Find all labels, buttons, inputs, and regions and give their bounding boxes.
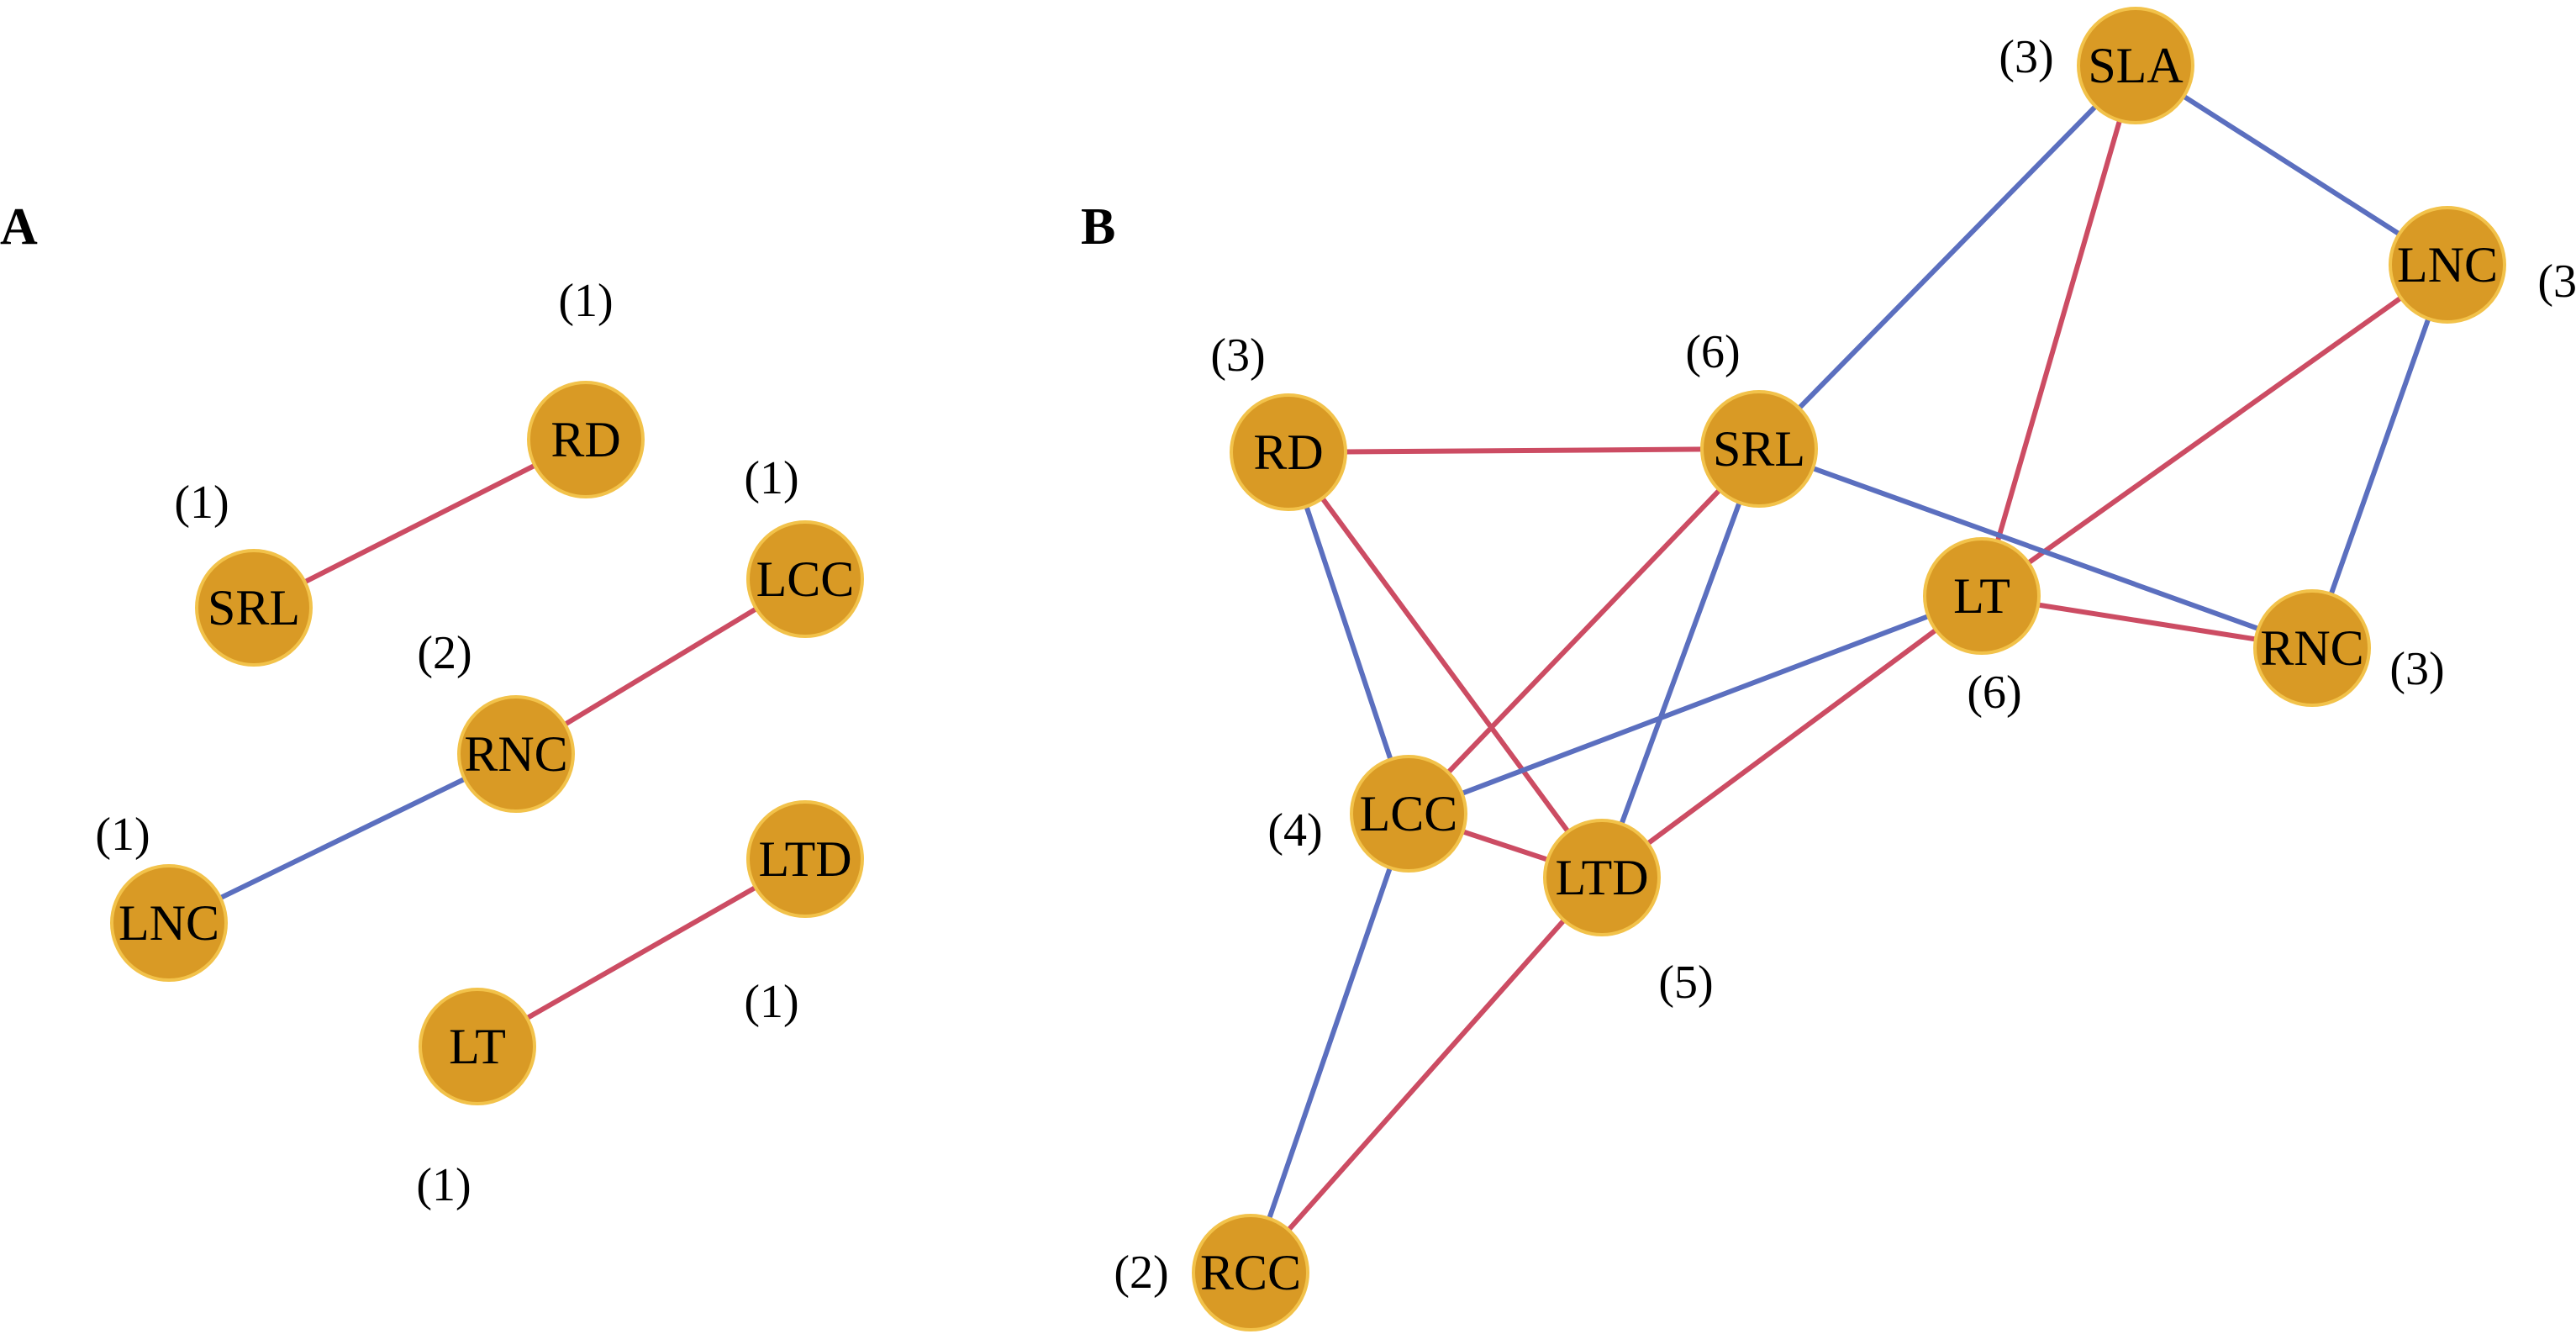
panel-b-node-label-rd: RD [1253, 424, 1323, 480]
panel-a-node-circle-lt [419, 988, 536, 1105]
panel-b-edge-lcc-rcc [1248, 811, 1411, 1275]
panel-a-node-rnc: RNC (2) [417, 627, 575, 813]
panel-a-degree-label-lnc: (1) [95, 809, 150, 861]
edges-layer [166, 63, 2450, 1275]
panel-b-node-circle-lnc [2389, 206, 2506, 324]
panel-a-node-circle-srl [195, 549, 313, 667]
panel-b-edge-lt-ltd [1599, 593, 1984, 880]
panel-a-degree-label-srl: (1) [174, 477, 229, 529]
panel-a-edge-srl-rd [251, 437, 588, 610]
panel-b-edge-lnc-rnc [2310, 262, 2450, 651]
panel-b-edge-rd-srl [1286, 446, 1762, 455]
panel-a-node-label-rd: RD [550, 412, 620, 467]
panel-b-node-circle-ltd [1543, 819, 1661, 936]
panel-b-node-label-ltd: LTD [1555, 850, 1648, 905]
panel-b-edge-srl-lcc [1406, 446, 1762, 816]
panel-b-edge-sla-srl [1757, 63, 2138, 451]
panel-a-node-label-srl: SRL [208, 580, 300, 635]
panel-a-edge-lt-ltd [475, 857, 808, 1049]
panel-b-degree-label-srl: (6) [1685, 326, 1740, 378]
panel-a-node-lnc: LNC (1) [95, 809, 228, 982]
panel-b-degree-label-rnc: (3) [2389, 643, 2444, 695]
panel-a-node-circle-lcc [746, 520, 864, 638]
panel-b-node-rd: RD (3) [1210, 330, 1347, 511]
panel-a-degree-label-lt: (1) [416, 1159, 471, 1211]
panel-b-degree-label-lt: (6) [1967, 667, 2021, 719]
panel-b-degree-label-rcc: (2) [1114, 1247, 1168, 1299]
panel-b-edge-rd-ltd [1286, 450, 1604, 880]
panel-a-node-ltd: LTD (1) [744, 800, 864, 1028]
panel-a-node-label-ltd: LTD [758, 831, 851, 887]
panel-b-degree-label-lcc: (4) [1267, 804, 1322, 857]
panel-a-node-circle-ltd [746, 800, 864, 918]
panel-a-node-circle-rnc [457, 695, 575, 813]
panel-a-node-label-lcc: LCC [756, 551, 855, 607]
panel-b-node-circle-srl [1700, 390, 1818, 508]
panel-b-node-circle-lcc [1350, 755, 1467, 873]
panel-b-degree-label-rd: (3) [1210, 330, 1265, 382]
panel-b-edge-lnc-lt [1979, 262, 2450, 598]
panel-a-degree-label-rd: (1) [558, 275, 613, 327]
panel-b-edge-sla-lt [1979, 63, 2138, 598]
panel-a-degree-label-ltd: (1) [744, 976, 798, 1028]
panel-b-node-sla: SLA (3) [1999, 7, 2194, 124]
panel-a-node-lcc: LCC (1) [744, 452, 864, 638]
panel-b-node-label-rnc: RNC [2260, 620, 2363, 676]
panel-a-degree-label-rnc: (2) [417, 627, 471, 679]
panel-b-node-ltd: LTD(5) [1543, 819, 1714, 1009]
panel-b-edge-sla-lnc [2133, 63, 2450, 267]
panel-a-node-srl: SRL (1) [174, 477, 313, 667]
panel-b-node-circle-rnc [2253, 589, 2371, 707]
panel-b-node-label-lnc: LNC [2397, 237, 2498, 293]
panel-a-node-label-lnc: LNC [119, 895, 219, 951]
panel-b-edge-srl-ltd [1599, 446, 1762, 880]
panel-a-node-circle-rd [527, 381, 645, 498]
panel-b-node-circle-sla [2077, 7, 2194, 124]
panel-b-node-srl: SRL (6) [1685, 326, 1818, 508]
panel-b-label: B [1081, 198, 1115, 256]
nodes-layer: RD (1) SRL (1) LCC (1) RNC (2) LNC (1) LTD (1) LT (1)… [95, 7, 2576, 1331]
panel-a-node-label-rnc: RNC [464, 726, 567, 782]
panel-a-node-rd: RD (1) [527, 275, 645, 498]
panel-a-degree-label-lcc: (1) [744, 452, 798, 504]
panel-b-node-label-sla: SLA [2088, 38, 2183, 93]
panel-b-edge-lt-lcc [1406, 593, 1984, 816]
panel-b-node-lnc: LNC (3) [2389, 206, 2576, 324]
panel-b-node-circle-rcc [1192, 1214, 1309, 1331]
panel-a-node-label-lt: LT [449, 1019, 506, 1074]
panel-b-node-label-lt: LT [1953, 568, 2010, 624]
panel-b-node-label-lcc: LCC [1360, 786, 1458, 841]
panel-b-node-rnc: RNC (3) [2253, 589, 2445, 707]
panel-b-edge-ltd-rcc [1248, 875, 1604, 1275]
panel-b-node-rcc: RCC (2) [1114, 1214, 1309, 1331]
panel-b-degree-label-ltd: (5) [1658, 957, 1713, 1009]
panel-b-node-circle-lt [1923, 537, 2041, 655]
panel-b-node-lt: LT (6) [1923, 537, 2041, 719]
panel-b-node-label-rcc: RCC [1200, 1245, 1301, 1300]
panel-a-node-circle-lnc [110, 864, 228, 982]
panel-b-edge-srl-rnc [1757, 446, 2315, 651]
panel-a-edge-lnc-rnc [166, 751, 519, 925]
panel-a-label: A [0, 198, 38, 256]
panel-b-degree-label-lnc: (3) [2537, 256, 2576, 308]
panel-b-edge-rd-lcc [1286, 450, 1411, 816]
panel-b-node-label-srl: SRL [1713, 421, 1805, 477]
panel-a-node-lt: LT (1) [416, 988, 536, 1211]
panel-b-degree-label-sla: (3) [1999, 31, 2053, 83]
panel-b-node-circle-rd [1230, 393, 1347, 511]
panel-b-node-lcc: LCC (4) [1267, 755, 1467, 873]
